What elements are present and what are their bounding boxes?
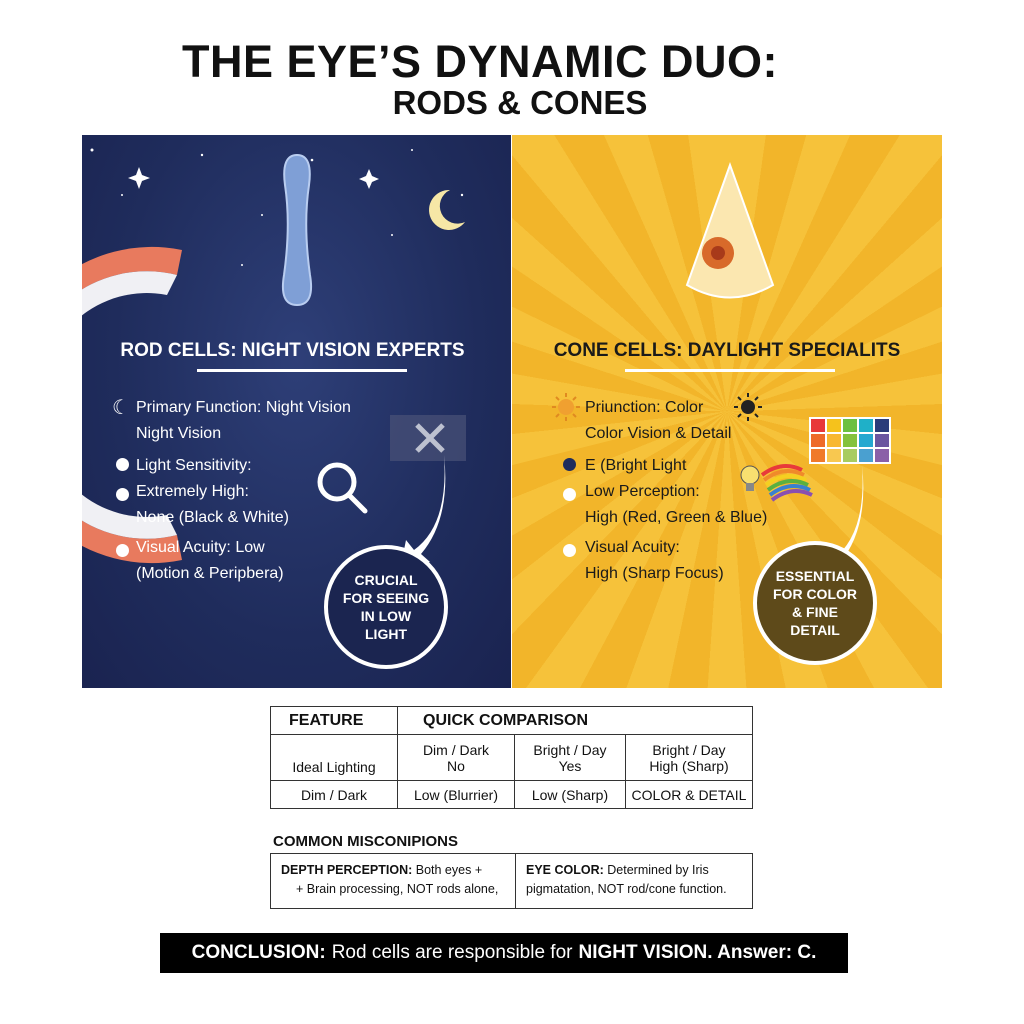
cone-panel: CONE CELLS: DAYLIGHT SPECIALITS Priuncti… bbox=[512, 135, 942, 688]
rainbow-icon bbox=[760, 464, 813, 502]
bullet-icon bbox=[116, 488, 129, 501]
rod-line: None (Black & White) bbox=[136, 509, 289, 526]
table-row: Dim / Dark Low (Blurrier) Low (Sharp) CO… bbox=[270, 780, 753, 809]
color-swatch bbox=[859, 449, 873, 462]
cone-line: Color Vision & Detail bbox=[585, 425, 732, 442]
table-cell: Bright / Day Yes bbox=[514, 734, 626, 781]
table-cell: Bright / Day High (Sharp) bbox=[625, 734, 753, 781]
color-swatch bbox=[875, 449, 889, 462]
pixelated-close-icon bbox=[390, 415, 466, 461]
table-cell: Ideal Lighting bbox=[270, 734, 398, 781]
comparison-table: FEATURE QUICK COMPARISON Ideal Lighting … bbox=[270, 706, 753, 809]
rod-line: Primary Function: Night Vision bbox=[136, 399, 351, 416]
bullet-icon bbox=[116, 458, 129, 471]
cone-callout: ESSENTIAL FOR COLOR & FINE DETAIL bbox=[753, 541, 877, 665]
color-swatch bbox=[811, 419, 825, 432]
cone-line: High (Sharp Focus) bbox=[585, 565, 724, 582]
color-swatch bbox=[875, 419, 889, 432]
magnifier-icon bbox=[317, 462, 368, 514]
cone-line: Visual Acuity: bbox=[585, 539, 680, 556]
sun-icon bbox=[552, 393, 580, 421]
rod-panel: ROD CELLS: NIGHT VISION EXPERTS ☾ Primar… bbox=[82, 135, 511, 688]
color-swatch bbox=[811, 449, 825, 462]
misconception-text: pigmatation, NOT rod/cone function. bbox=[526, 882, 727, 896]
rod-cell-icon bbox=[281, 153, 313, 307]
conclusion-bar: CONCLUSION: Rod cells are responsible fo… bbox=[160, 933, 848, 973]
table-cell: COLOR & DETAIL bbox=[625, 780, 753, 809]
bullet-icon bbox=[563, 488, 576, 501]
color-swatch bbox=[827, 419, 841, 432]
divider bbox=[625, 369, 835, 372]
rod-bullet-list: ☾ Primary Function: Night Vision Night V… bbox=[112, 395, 351, 587]
misconception-item: EYE COLOR: Determined by Iris pigmatatio… bbox=[516, 854, 752, 908]
eye-cross-section-illustration bbox=[82, 246, 182, 564]
misconception-label: DEPTH PERCEPTION: bbox=[281, 863, 413, 877]
table-header-feature: FEATURE bbox=[270, 706, 398, 735]
misconception-text: + Brain processing, NOT rods alone, bbox=[296, 882, 499, 896]
conclusion-text: Rod cells are responsible for bbox=[331, 942, 573, 963]
cone-line: Priunction: Color bbox=[585, 399, 704, 416]
cone-line: High (Red, Green & Blue) bbox=[585, 509, 768, 526]
table-cell: Dim / Dark No bbox=[397, 734, 515, 781]
bullet-icon bbox=[116, 544, 129, 557]
night-sky-illustration bbox=[82, 148, 466, 570]
rod-heading: ROD CELLS: NIGHT VISION EXPERTS bbox=[120, 340, 465, 361]
color-swatch bbox=[843, 434, 857, 447]
rod-line: Night Vision bbox=[136, 425, 222, 442]
bullet-icon bbox=[563, 544, 576, 557]
table-row: Ideal Lighting Dim / Dark No Bright / Da… bbox=[270, 734, 753, 781]
conclusion-answer: NIGHT VISION. Answer: C. bbox=[578, 942, 817, 963]
misconceptions-heading: COMMON MISCONIPIONS bbox=[273, 833, 459, 850]
table-cell: Dim / Dark bbox=[270, 780, 398, 809]
color-swatch bbox=[843, 449, 857, 462]
color-swatch bbox=[827, 434, 841, 447]
cone-bullet-list: Priunction: Color Color Vision & Detail … bbox=[563, 395, 768, 587]
rod-line: Light Sensitivity: bbox=[136, 457, 252, 474]
color-swatch bbox=[811, 434, 825, 447]
lightbulb-icon bbox=[740, 465, 760, 491]
bullet-icon bbox=[563, 458, 576, 471]
color-swatch bbox=[859, 419, 873, 432]
rod-callout: CRUCIAL FOR SEEING IN LOW LIGHT bbox=[324, 545, 448, 669]
rod-line: Visual Acuity: Low bbox=[136, 539, 265, 556]
cone-heading: CONE CELLS: DAYLIGHT SPECIALITS bbox=[553, 340, 901, 361]
table-header-comparison: QUICK COMPARISON bbox=[397, 706, 753, 735]
table-cell: Low (Sharp) bbox=[514, 780, 626, 809]
misconception-item: DEPTH PERCEPTION: Both eyes + + Brain pr… bbox=[271, 854, 516, 908]
conclusion-label: CONCLUSION: bbox=[191, 942, 326, 963]
rod-line: Extremely High: bbox=[136, 483, 249, 500]
divider bbox=[196, 369, 407, 372]
color-swatch bbox=[859, 434, 873, 447]
page-title: THE EYE’S DYNAMIC DUO: bbox=[181, 36, 779, 87]
misconception-text: Both eyes + bbox=[415, 863, 483, 877]
misconceptions-box: DEPTH PERCEPTION: Both eyes + + Brain pr… bbox=[270, 853, 753, 909]
moon-bullet-icon: ☾ bbox=[112, 397, 130, 419]
color-swatch-grid bbox=[809, 417, 891, 464]
cone-line: E (Bright Light bbox=[585, 457, 687, 474]
color-swatch bbox=[827, 449, 841, 462]
color-swatch bbox=[875, 434, 889, 447]
rod-line: (Motion & Peripbera) bbox=[136, 565, 284, 582]
cone-line: Low Perception: bbox=[585, 483, 700, 500]
dark-sun-icon bbox=[734, 393, 762, 421]
misconception-text: Determined by Iris bbox=[607, 863, 709, 877]
color-swatch bbox=[843, 419, 857, 432]
page-subtitle: RODS & CONES bbox=[392, 84, 648, 121]
star-icons bbox=[90, 148, 464, 266]
table-cell: Low (Blurrier) bbox=[397, 780, 515, 809]
cone-cell-icon bbox=[685, 162, 775, 299]
misconception-label: EYE COLOR: bbox=[526, 863, 604, 877]
moon-icon bbox=[429, 189, 465, 230]
